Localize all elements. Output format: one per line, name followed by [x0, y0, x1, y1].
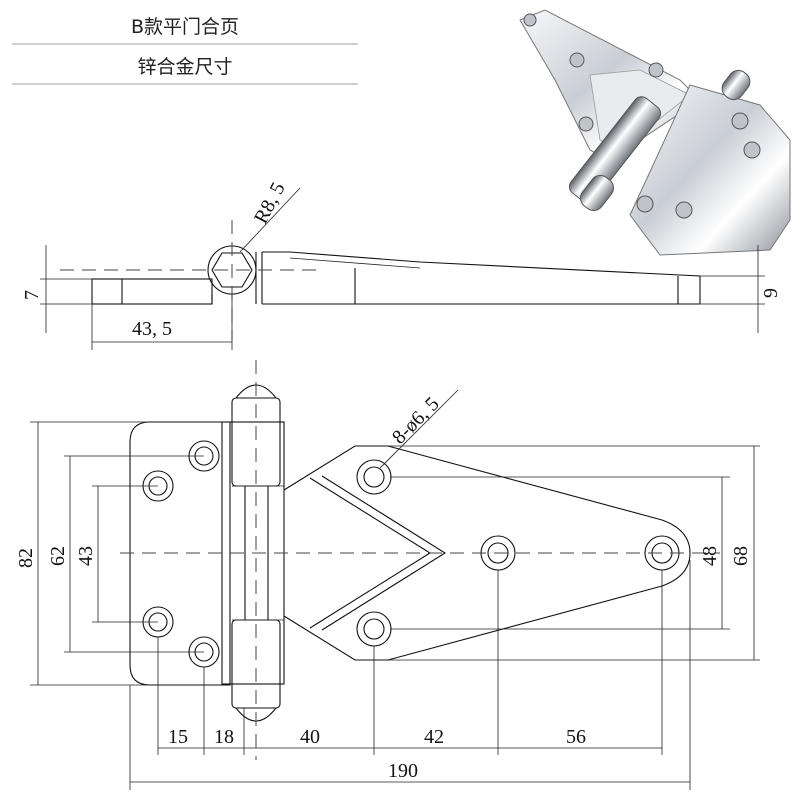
top-view: 8-ø6, 5 82 62 43 68 48 15 18 40 4: [15, 360, 760, 790]
mounting-hole: [142, 440, 680, 668]
side-view: R8, 5 7 9 43, 5: [21, 179, 782, 350]
dim-height-overall: 82: [15, 548, 37, 568]
hinge-photo: [519, 9, 791, 256]
dim-seg-56: 56: [566, 726, 586, 748]
drawing-title: B款平门合页: [130, 15, 240, 38]
dim-hole-spec: 8-ø6, 5: [388, 393, 444, 449]
dim-seg-18: 18: [214, 726, 234, 748]
dim-thickness-right: 9: [760, 288, 782, 298]
dim-seg-42: 42: [424, 726, 444, 748]
dim-radius: R8, 5: [250, 179, 290, 228]
dim-length-overall: 190: [388, 760, 418, 782]
dim-height-right-holes: 48: [699, 546, 721, 566]
subtitle-cell: 锌合金尺寸: [12, 48, 358, 82]
header-divider-bottom: [12, 83, 358, 85]
dim-height-right-outer: 68: [730, 546, 752, 566]
dim-height-left-inner: 43: [75, 546, 97, 566]
dim-seg-15: 15: [168, 726, 188, 748]
header-divider: [12, 43, 358, 45]
dim-thickness-left: 7: [21, 290, 43, 300]
dim-height-left-outer: 62: [47, 546, 69, 566]
dim-pin-offset: 43, 5: [132, 318, 172, 340]
title-cell: B款平门合页: [12, 8, 358, 42]
dim-seg-40: 40: [300, 726, 320, 748]
drawing-subtitle: 锌合金尺寸: [137, 55, 233, 78]
